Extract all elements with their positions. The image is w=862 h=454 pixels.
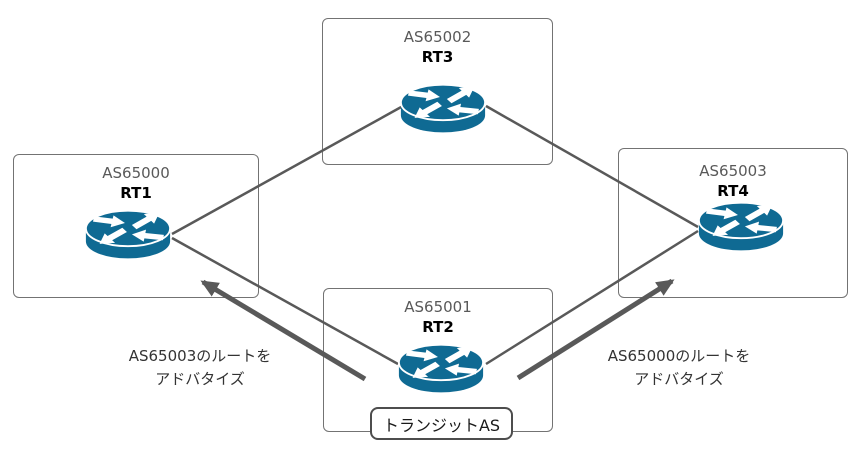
as-box-title: AS65003 xyxy=(699,162,767,180)
transit-as-badge: トランジットAS xyxy=(370,407,513,440)
annotation-line: アドバタイズ xyxy=(634,370,724,388)
annotation-line: アドバタイズ xyxy=(155,370,245,388)
router-rt2-icon xyxy=(395,340,487,398)
as-box-title: AS65000 xyxy=(102,164,170,182)
link-rt1-rt2 xyxy=(171,236,399,366)
router-label: RT3 xyxy=(421,48,454,66)
annotation-line: AS65003のルートを xyxy=(128,347,272,365)
advertise-arrow-left xyxy=(200,279,367,382)
annotation-advertise-as65003: AS65003のルートを アドバタイズ xyxy=(105,345,295,391)
link-rt3-rt4 xyxy=(485,104,699,229)
router-rt3-icon xyxy=(397,80,489,138)
annotation-line: AS65000のルートを xyxy=(607,347,751,365)
link-rt1-rt3 xyxy=(171,104,404,236)
router-rt4-icon xyxy=(695,198,787,256)
router-label: RT4 xyxy=(717,182,749,200)
as-box-title: AS65001 xyxy=(404,298,472,316)
link-rt2-rt4 xyxy=(485,229,699,366)
router-label: RT2 xyxy=(422,318,454,336)
router-rt1-icon xyxy=(82,206,174,264)
advertise-arrow-right xyxy=(516,278,675,381)
annotation-advertise-as65000: AS65000のルートを アドバタイズ xyxy=(584,345,774,391)
as-box-title: AS65002 xyxy=(403,28,472,46)
router-label: RT1 xyxy=(120,184,152,202)
as-box-65002: AS65002 RT3 xyxy=(322,18,553,165)
